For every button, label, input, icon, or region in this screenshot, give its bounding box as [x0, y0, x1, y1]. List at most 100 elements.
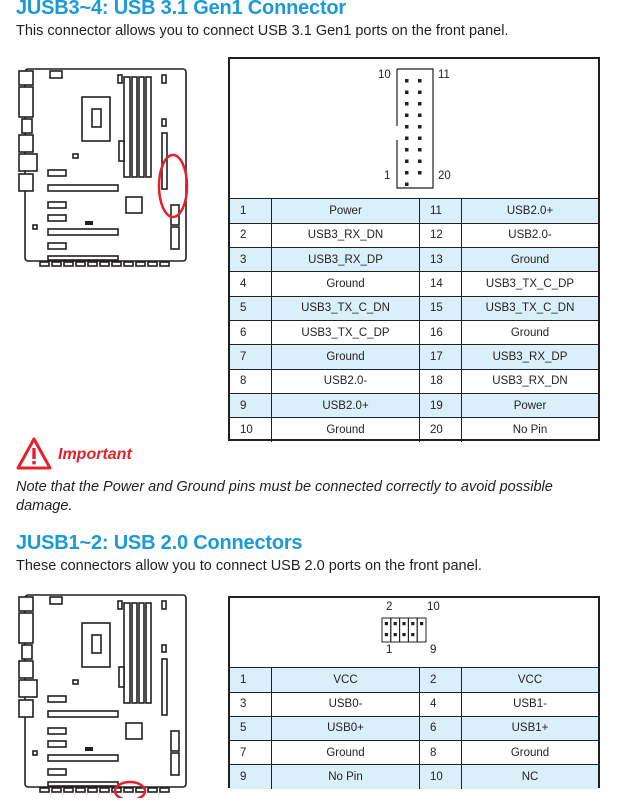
pin-number: 1 — [230, 199, 272, 224]
pin — [418, 136, 422, 140]
pin-signal: USB3_RX_DN — [461, 368, 598, 394]
pin-signal: USB3_TX_C_DN — [271, 295, 420, 321]
pin-number: 10 — [419, 764, 462, 789]
pin — [384, 633, 388, 637]
pin-number: 6 — [419, 715, 462, 742]
pin-signal: USB0+ — [271, 715, 420, 742]
pin-signal: USB1- — [461, 691, 598, 717]
pin — [405, 102, 409, 106]
pin-number: 4 — [419, 691, 462, 717]
important-note: Note that the Power and Ground pins must… — [16, 479, 553, 514]
motherboard-diagram-usb31 — [10, 57, 190, 276]
pin-signal: Ground — [271, 740, 420, 766]
pin-label-20: 20 — [438, 170, 451, 182]
pin — [411, 622, 415, 626]
pin-signal: Ground — [271, 417, 420, 442]
pin-number: 14 — [419, 271, 462, 297]
pin-signal: USB0- — [271, 691, 420, 717]
pin-label-1: 1 — [384, 170, 391, 182]
pin — [418, 125, 422, 129]
pin-signal: VCC — [271, 668, 420, 693]
pin — [418, 148, 422, 152]
pin-signal: NC — [461, 764, 598, 789]
pin-signal: Power — [461, 392, 598, 419]
pin-number: 8 — [419, 740, 462, 766]
pin-number: 13 — [419, 247, 462, 273]
location-marker-icon — [157, 153, 189, 219]
pin-signal: USB3_TX_C_DN — [461, 295, 598, 321]
pin — [405, 159, 409, 163]
pin-label-10: 10 — [378, 69, 391, 81]
pin-number: 3 — [230, 247, 272, 273]
pin-number: 5 — [230, 295, 272, 321]
header-20pin-icon — [396, 68, 434, 189]
pin-number: 11 — [419, 199, 462, 224]
pin — [393, 633, 397, 637]
pin-number: 19 — [419, 392, 462, 419]
pin-number: 12 — [419, 222, 462, 249]
pin-number: 7 — [230, 344, 272, 370]
pin — [405, 90, 409, 94]
pin — [418, 90, 422, 94]
pin-signal: USB2.0- — [461, 222, 598, 249]
pin-signal: VCC — [461, 668, 598, 693]
pin-signal: Power — [271, 199, 420, 224]
pin-signal: USB1+ — [461, 715, 598, 742]
pin — [405, 136, 409, 140]
pin — [405, 148, 409, 152]
pin — [405, 171, 409, 175]
warning-triangle-icon — [16, 437, 52, 470]
pin-number: 5 — [230, 715, 272, 742]
pin-signal: USB3_RX_DP — [461, 344, 598, 370]
header-10pin-icon — [381, 617, 427, 643]
pin-label-1: 1 — [386, 644, 393, 656]
section-description-usb31: This connector allows you to connect USB… — [16, 23, 509, 39]
pin-number: 15 — [419, 295, 462, 321]
section-description-usb20: These connectors allow you to connect US… — [16, 558, 482, 574]
pin-label-9: 9 — [430, 644, 437, 656]
connector-diagram-10pin: 2 10 1 9 — [230, 598, 598, 668]
pin — [418, 79, 422, 83]
pin — [405, 182, 409, 186]
important-label: Important — [58, 446, 132, 463]
pin — [405, 125, 409, 129]
pin-signal: No Pin — [461, 417, 598, 442]
pin — [418, 159, 422, 163]
pin — [405, 79, 409, 83]
pin-number: 9 — [230, 764, 272, 789]
pin-signal: Ground — [271, 344, 420, 370]
pin — [384, 622, 388, 626]
pin-number: 7 — [230, 740, 272, 766]
pin-signal: Ground — [271, 271, 420, 297]
pin-number: 1 — [230, 668, 272, 693]
pin-signal: Ground — [461, 319, 598, 346]
pin-number: 18 — [419, 368, 462, 394]
pin-number: 2 — [419, 668, 462, 693]
pin — [420, 622, 424, 626]
pin — [402, 633, 406, 637]
pin — [418, 171, 422, 175]
pin — [418, 113, 422, 117]
pin-signal: USB3_RX_DP — [271, 247, 420, 273]
pin-signal: Ground — [461, 247, 598, 273]
pin-number: 2 — [230, 222, 272, 249]
pin — [418, 102, 422, 106]
pin-signal: USB2.0- — [271, 368, 420, 394]
pin — [393, 622, 397, 626]
pin-number: 3 — [230, 691, 272, 717]
pin — [405, 113, 409, 117]
